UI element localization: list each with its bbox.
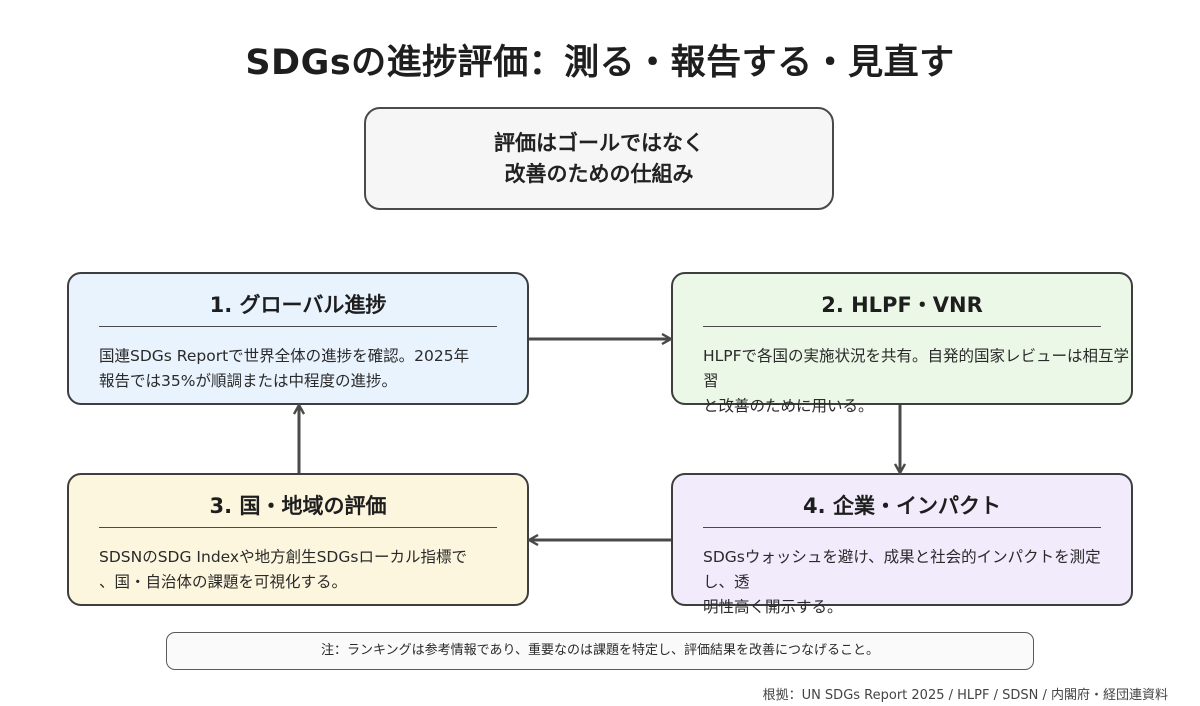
center-line-1: 評価はゴールではなく bbox=[494, 130, 704, 155]
card-divider bbox=[703, 527, 1101, 528]
card-desc-line-2: 明性高く開示する。 bbox=[703, 598, 843, 616]
card-desc-line-2: 、国・自治体の課題を可視化する。 bbox=[99, 573, 348, 591]
card-divider bbox=[99, 326, 497, 327]
card-description: HLPFで各国の実施状況を共有。自発的国家レビューは相互学習 と改善のために用い… bbox=[703, 344, 1135, 419]
card-description: SDGsウォッシュを避け、成果と社会的インパクトを測定し、透 明性高く開示する。 bbox=[703, 545, 1109, 620]
card-title: 3. 国・地域の評価 bbox=[209, 494, 387, 518]
center-line-2: 改善のための仕組み bbox=[504, 161, 694, 186]
center-concept-box: 評価はゴールではなく 改善のための仕組み bbox=[364, 107, 834, 210]
card-desc-line-2: 報告では35%が順調または中程度の進捗。 bbox=[99, 372, 397, 390]
card-desc-line-2: と改善のために用いる。 bbox=[703, 397, 874, 415]
note-box: 注：ランキングは参考情報であり、重要なのは課題を特定し、評価結果を改善につなげる… bbox=[166, 632, 1034, 670]
card-desc-line-1: HLPFで各国の実施状況を共有。自発的国家レビューは相互学習 bbox=[703, 347, 1130, 390]
card-title: 1. グローバル進捗 bbox=[209, 293, 387, 317]
page-title: SDGsの進捗評価：測る・報告する・見直す bbox=[245, 43, 955, 83]
card-description: 国連SDGs Reportで世界全体の進捗を確認。2025年 報告では35%が順… bbox=[99, 344, 497, 394]
card-corporate-impact: 4. 企業・インパクト SDGsウォッシュを避け、成果と社会的インパクトを測定し… bbox=[671, 473, 1133, 616]
card-desc-line-1: 国連SDGs Reportで世界全体の進捗を確認。2025年 bbox=[99, 347, 470, 365]
card-global-progress: 1. グローバル進捗 国連SDGs Reportで世界全体の進捗を確認。2025… bbox=[67, 272, 529, 405]
card-title: 2. HLPF・VNR bbox=[821, 293, 983, 317]
card-description: SDSNのSDG Indexや地方創生SDGsローカル指標で 、国・自治体の課題… bbox=[99, 545, 497, 595]
card-national-regional: 3. 国・地域の評価 SDSNのSDG Indexや地方創生SDGsローカル指標… bbox=[67, 473, 529, 606]
card-title: 4. 企業・インパクト bbox=[803, 494, 1001, 518]
card-desc-line-1: SDSNのSDG Indexや地方創生SDGsローカル指標で bbox=[99, 548, 467, 566]
card-divider bbox=[99, 527, 497, 528]
card-hlpf-vnr: 2. HLPF・VNR HLPFで各国の実施状況を共有。自発的国家レビューは相互… bbox=[671, 272, 1133, 415]
source-citation: 根拠：UN SDGs Report 2025 / HLPF / SDSN / 内… bbox=[762, 688, 1168, 703]
card-divider bbox=[703, 326, 1101, 327]
card-desc-line-1: SDGsウォッシュを避け、成果と社会的インパクトを測定し、透 bbox=[703, 548, 1101, 591]
